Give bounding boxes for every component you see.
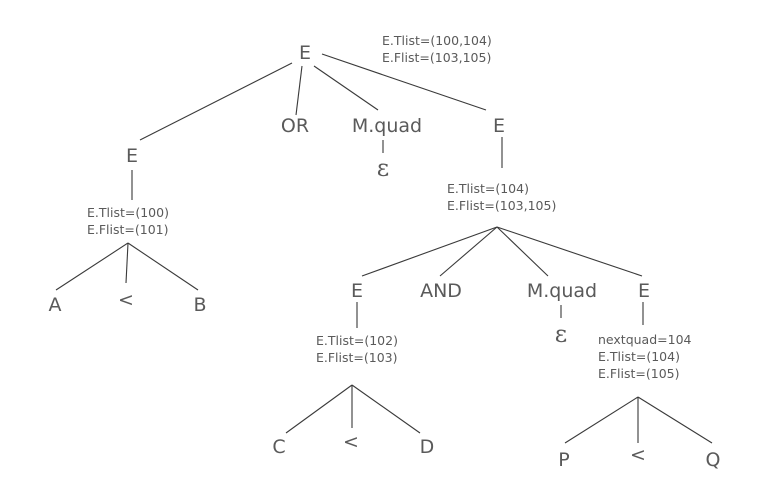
node-left-e: E	[126, 145, 138, 167]
e2-nextquad-annotation: nextquad=104	[598, 332, 692, 347]
root-tlist-annotation: E.Tlist=(100,104)	[382, 33, 492, 48]
e1-flist-annotation: E.Flist=(103)	[316, 350, 398, 365]
node-mquad-2: M.quad	[527, 280, 597, 302]
node-e2: E	[638, 280, 650, 302]
leaf-b: B	[193, 294, 206, 316]
right-e-tlist-annotation: E.Tlist=(104)	[447, 181, 529, 196]
epsilon-symbol-2: ε	[555, 320, 567, 348]
e1-tlist-annotation: E.Tlist=(102)	[316, 333, 398, 348]
root-node-e: E	[299, 42, 311, 64]
leaf-q: Q	[706, 449, 721, 471]
node-or: OR	[281, 115, 309, 137]
node-e1: E	[351, 280, 363, 302]
node-and: AND	[420, 280, 462, 302]
right-e-flist-annotation: E.Flist=(103,105)	[447, 198, 556, 213]
leaf-p: P	[558, 449, 569, 471]
tree-edges	[55, 53, 713, 444]
e2-tlist-annotation: E.Tlist=(104)	[598, 349, 680, 364]
leaf-less-than-3: <	[630, 444, 646, 466]
leaf-less-than: <	[118, 289, 134, 311]
node-right-e: E	[493, 115, 505, 137]
left-e-flist-annotation: E.Flist=(101)	[87, 222, 169, 237]
e2-flist-annotation: E.Flist=(105)	[598, 366, 680, 381]
leaf-c: C	[272, 436, 285, 458]
root-flist-annotation: E.Flist=(103,105)	[382, 50, 491, 65]
left-e-tlist-annotation: E.Tlist=(100)	[87, 205, 169, 220]
leaf-less-than-2: <	[343, 431, 359, 453]
epsilon-symbol: ε	[377, 154, 389, 182]
leaf-d: D	[420, 436, 435, 458]
node-mquad: M.quad	[352, 115, 422, 137]
leaf-a: A	[49, 294, 62, 316]
